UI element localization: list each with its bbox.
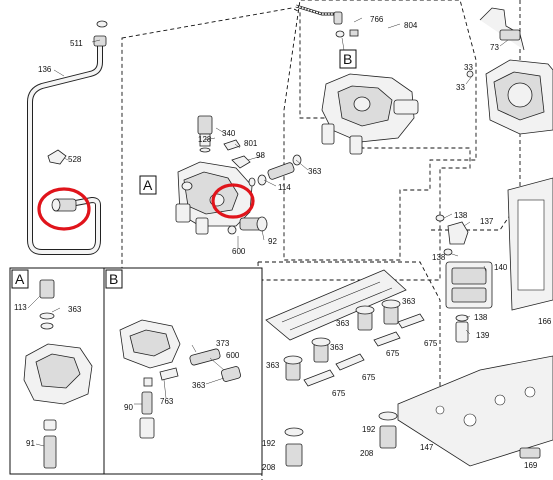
clips-675 [303, 313, 425, 387]
label-73: 73 [490, 43, 499, 52]
label-90: 90 [124, 403, 133, 412]
clip-801 [223, 139, 241, 151]
frame-166 [507, 177, 553, 311]
label-763: 763 [160, 397, 174, 406]
label-600-b: 600 [226, 351, 240, 360]
label-675-a: 675 [386, 349, 400, 358]
gasket-plate [265, 269, 407, 341]
label-766: 766 [370, 15, 384, 24]
label-192-a: 192 [262, 439, 276, 448]
label-98: 98 [256, 151, 265, 160]
valve-body-b [321, 73, 419, 155]
label-128: 128 [198, 135, 212, 144]
boundary-valve-group [283, 0, 477, 261]
flex-hose-766 [295, 4, 343, 25]
label-363-d: 363 [330, 343, 344, 352]
label-92: 92 [268, 237, 277, 246]
label-138-c: 138 [474, 313, 488, 322]
connector-92-600 [227, 216, 268, 235]
label-113: 113 [14, 303, 27, 312]
section-label-a: A [143, 177, 153, 193]
fitting-169 [519, 447, 541, 459]
fitting-114 [248, 154, 302, 187]
label-138-a: 138 [454, 211, 468, 220]
inset-a-parts [23, 279, 93, 469]
label-528: 528 [68, 155, 82, 164]
label-675-b: 675 [424, 339, 438, 348]
pump-assembly [466, 7, 553, 135]
bracket-137 [435, 214, 469, 256]
label-140: 140 [494, 263, 508, 272]
red-highlight-circle-center [211, 183, 255, 219]
label-511: 511 [70, 39, 83, 48]
label-91: 91 [26, 439, 35, 448]
red-highlight-circle-left [37, 187, 91, 231]
sensor-128-340 [197, 115, 213, 153]
label-804: 804 [404, 21, 418, 30]
union-208-b [378, 411, 398, 449]
label-114: 114 [278, 183, 291, 192]
label-801: 801 [244, 139, 258, 148]
label-600-a: 600 [232, 247, 246, 256]
label-33-b: 33 [456, 83, 465, 92]
base-plate-147 [397, 355, 553, 467]
label-137: 137 [480, 217, 494, 226]
label-363-b: 363 [402, 297, 416, 306]
label-169: 169 [524, 461, 538, 470]
inset-label-a: A [15, 271, 25, 287]
fitting-highlighted [51, 198, 77, 212]
section-label-b: B [343, 51, 352, 67]
label-147: 147 [420, 443, 434, 452]
label-166: 166 [538, 317, 552, 326]
label-373: 373 [216, 339, 230, 348]
fittings-row [283, 299, 401, 381]
label-208-a: 208 [262, 463, 276, 472]
part-98 [231, 155, 251, 169]
gas-valve-140 [445, 261, 493, 343]
boundary-hydraulic-group [121, 7, 471, 301]
label-363-a: 363 [308, 167, 322, 176]
label-139: 139 [476, 331, 490, 340]
union-208-a [284, 427, 304, 467]
label-363-g: 363 [192, 381, 206, 390]
inset-b-parts [119, 319, 241, 439]
label-138-b: 138 [432, 253, 446, 262]
label-675-d: 675 [332, 389, 346, 398]
label-33-a: 33 [464, 63, 473, 72]
leader-lines [27, 17, 509, 447]
pipe-136 [27, 20, 108, 255]
label-340: 340 [222, 129, 236, 138]
label-363-c: 363 [336, 319, 350, 328]
label-675-c: 675 [362, 373, 376, 382]
small-parts-765 [335, 29, 359, 38]
label-208-b: 208 [360, 449, 374, 458]
label-192-b: 192 [362, 425, 376, 434]
label-136: 136 [38, 65, 52, 74]
clip-528 [47, 149, 67, 165]
label-363-f: 363 [68, 305, 82, 314]
label-363-e: 363 [266, 361, 280, 370]
inset-label-b: B [109, 271, 118, 287]
